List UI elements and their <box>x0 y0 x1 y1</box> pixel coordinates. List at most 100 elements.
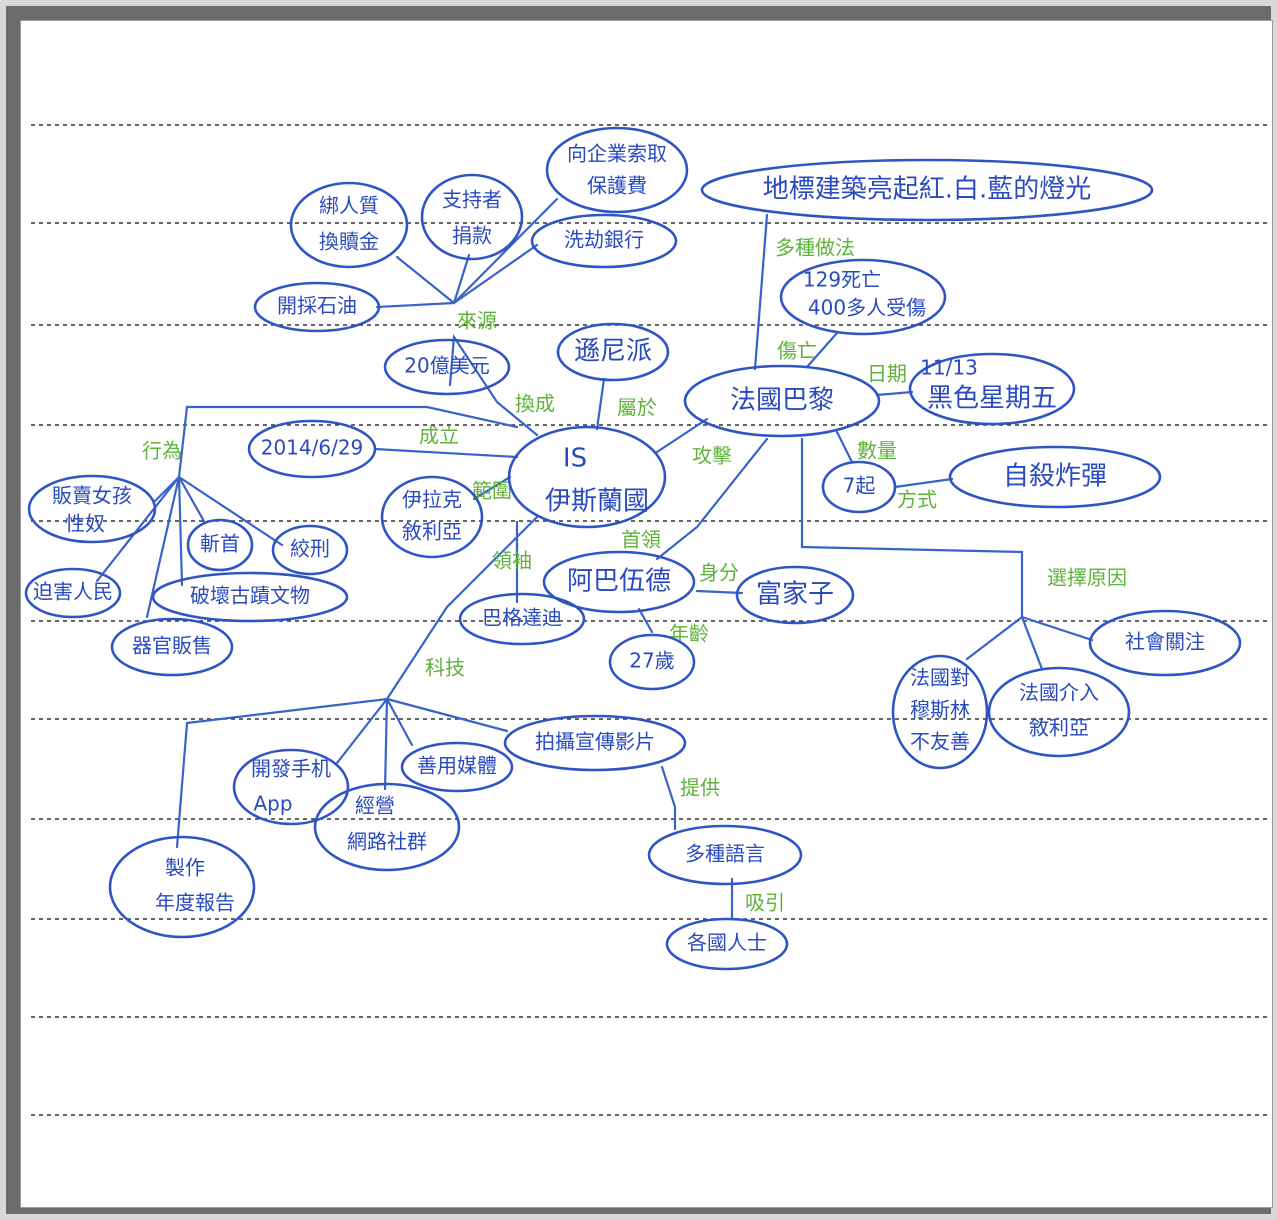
link-label-head: 首領 <box>621 528 661 552</box>
edge-reason-unfriendly <box>965 615 1024 661</box>
node-reason-social-text: 社會關注 <box>1125 630 1205 654</box>
node-sunni-shape <box>556 322 670 382</box>
link-label-practice: 多種做法 <box>775 236 855 260</box>
edge-tech-app <box>335 697 389 765</box>
scan-frame: 來源 換成 屬於 成立 範圍 領袖 攻擊 首領 身分 年齡 科技 行為 多種做法… <box>6 6 1273 1214</box>
node-reason-social-shape <box>1088 609 1242 677</box>
node-relics-text: 破壞古蹟文物 <box>190 584 310 608</box>
notebook-page: 來源 換成 屬於 成立 範圍 領袖 攻擊 首領 身分 年齡 科技 行為 多種做法… <box>20 20 1273 1208</box>
edge-reason-social <box>1020 615 1094 642</box>
node-bank-shape <box>530 213 678 269</box>
link-label-method: 方式 <box>897 488 937 512</box>
node-funds-shape <box>383 338 511 396</box>
node-bank-text: 洗劫銀行 <box>564 228 644 252</box>
node-oil-text: 開採石油 <box>277 294 357 318</box>
node-reason-syria-line1: 法國介入 <box>1019 681 1099 705</box>
link-label-source: 來源 <box>457 309 497 333</box>
node-social-shape <box>313 782 461 872</box>
node-paris-text: 法國巴黎 <box>730 386 834 416</box>
node-trafficking-shape <box>27 474 157 544</box>
edge-source-hostage <box>395 255 456 305</box>
node-beheading-text: 斬首 <box>200 532 240 556</box>
edge-source-protection <box>452 197 559 305</box>
edge-deeds-relics <box>177 475 184 587</box>
edge-deeds-persecution <box>95 475 181 583</box>
node-languages-text: 多種語言 <box>685 842 765 866</box>
node-media-shape <box>400 741 514 793</box>
edge-is-scope <box>472 475 512 501</box>
node-paris-shape <box>683 364 881 438</box>
node-report-shape <box>108 835 256 939</box>
node-baghdadi-shape <box>458 592 586 646</box>
edge-paris-casualties <box>805 331 839 369</box>
edge-seven-suicide <box>893 477 954 489</box>
node-reason-unfriendly-line3: 不友善 <box>910 730 970 754</box>
link-label-deeds: 行為 <box>142 439 182 463</box>
link-label-reason: 選擇原因 <box>1047 566 1127 590</box>
edge-tech-report <box>175 697 389 849</box>
link-label-identity: 身分 <box>699 561 739 585</box>
node-intl-shape <box>665 917 789 971</box>
node-casualties-line1: 129死亡 <box>803 268 881 292</box>
node-protection-line1: 向企業索取 <box>567 142 667 166</box>
node-scope-line1: 伊拉克 <box>402 488 462 512</box>
link-label-date: 日期 <box>867 362 907 386</box>
edge-source-supporters <box>452 253 471 305</box>
edge-deeds-beheading <box>177 475 207 525</box>
node-reason-unfriendly-line2: 穆斯林 <box>910 698 970 722</box>
node-intl-text: 各國人士 <box>687 931 767 955</box>
node-organs-text: 器官販售 <box>132 634 212 658</box>
node-casualties-shape <box>779 258 947 336</box>
edge-abaaoud-rich <box>695 589 744 595</box>
node-scope-shape <box>380 475 484 559</box>
edge-deeds-hanging <box>177 475 284 547</box>
link-label-attract: 吸引 <box>745 891 785 915</box>
node-casualties-line2: 400多人受傷 <box>808 296 926 320</box>
node-sunni-text: 遜尼派 <box>574 337 652 367</box>
node-date-line2: 黑色星期五 <box>927 384 1057 414</box>
link-label-scope: 範圍 <box>472 479 512 503</box>
node-video-text: 拍攝宣傳影片 <box>535 730 655 754</box>
node-hanging-text: 絞刑 <box>290 537 330 561</box>
node-app-line2: App <box>253 792 292 816</box>
link-label-provide: 提供 <box>680 776 720 800</box>
node-relics-shape <box>151 571 349 623</box>
edge-paris-seven <box>835 430 854 464</box>
link-labels: 來源 換成 屬於 成立 範圍 領袖 攻擊 首領 身分 年齡 科技 行為 多種做法… <box>142 236 1127 915</box>
node-suicide-shape <box>948 445 1162 509</box>
edge-is-funds <box>448 333 539 437</box>
node-reason-syria-line2: 敘利亞 <box>1029 716 1089 740</box>
link-label-count: 數量 <box>857 439 897 463</box>
node-hanging-shape <box>271 524 349 576</box>
link-label-injury: 傷亡 <box>777 339 817 363</box>
node-supporters-line1: 支持者 <box>442 188 502 212</box>
node-persecution-text: 迫害人民 <box>33 580 113 604</box>
edge-is-deeds <box>177 405 519 479</box>
node-abaaoud-text: 阿巴伍德 <box>567 567 671 597</box>
edge-reason-syria <box>1020 615 1044 671</box>
link-label-founded: 成立 <box>419 424 459 448</box>
node-seven-text: 7起 <box>843 474 876 498</box>
edge-paris-landmark <box>753 213 769 371</box>
node-date-line1: 11/13 <box>920 356 978 380</box>
link-label-belongs: 屬於 <box>617 396 657 420</box>
link-label-tech: 科技 <box>425 656 465 680</box>
node-is-line2: 伊斯蘭國 <box>545 487 649 517</box>
node-beheading-shape <box>186 518 254 572</box>
node-founded-shape <box>247 419 377 479</box>
node-rich-text: 富家子 <box>756 580 834 610</box>
node-protection-shape <box>545 126 689 214</box>
node-date-shape <box>908 352 1076 426</box>
edge-tech-media <box>385 697 414 747</box>
edge-video-languages <box>660 765 677 831</box>
node-scope-line2: 敘利亞 <box>402 520 462 544</box>
node-is-shape <box>507 425 667 529</box>
edge-tech-video <box>385 697 509 733</box>
edge-source-bank <box>452 243 539 305</box>
edge-abaaoud-age <box>637 607 654 634</box>
link-label-leader: 領袖 <box>492 549 532 573</box>
link-label-attack: 攻擊 <box>692 444 732 468</box>
node-trafficking-line1: 販賣女孩 <box>52 484 132 508</box>
ruled-lines <box>31 124 1269 1116</box>
node-founded-text: 2014/6/29 <box>261 436 364 460</box>
